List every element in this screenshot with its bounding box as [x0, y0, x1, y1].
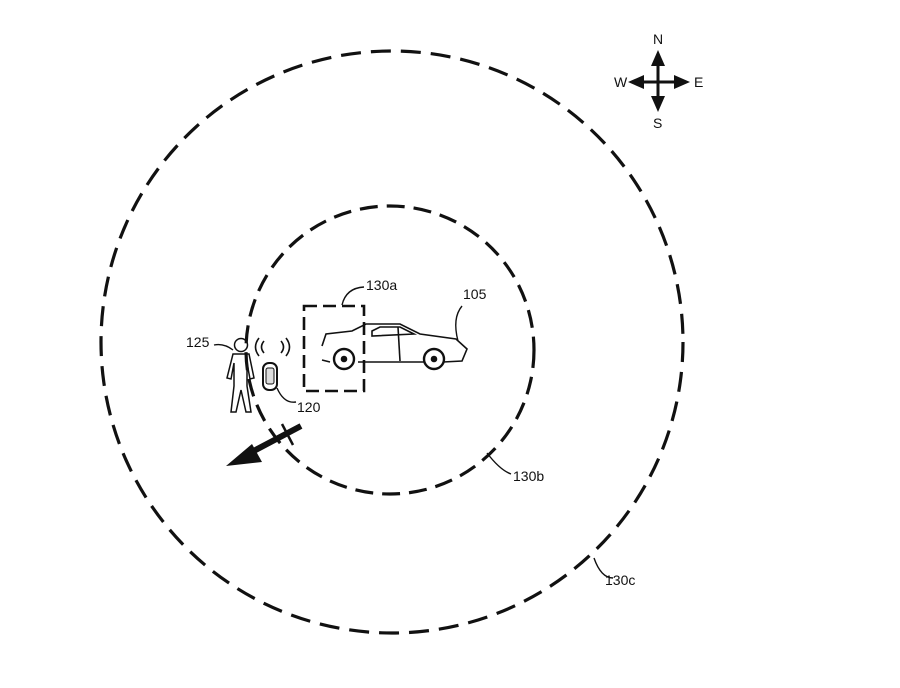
leader-130a [341, 286, 365, 306]
wireless-signal-icon [254, 337, 291, 357]
label-120: 120 [297, 399, 321, 415]
zone-130c-boundary [99, 49, 685, 635]
person-icon [226, 337, 255, 413]
leader-130c [593, 557, 614, 579]
zone-130b-boundary [244, 204, 536, 496]
leader-125 [213, 343, 234, 351]
label-105: 105 [463, 286, 487, 302]
leader-120 [276, 387, 297, 403]
label-130c: 130c [605, 572, 635, 588]
compass-south-label: S [653, 115, 662, 131]
compass-rose-icon: N S E W [614, 31, 703, 131]
phone-icon [262, 362, 278, 391]
leader-105 [455, 305, 463, 342]
label-130a: 130a [366, 277, 397, 293]
compass-east-label: E [694, 74, 703, 90]
direction-arrow-icon [226, 423, 303, 466]
zone-130a-boundary [302, 304, 366, 393]
car-icon [321, 323, 468, 371]
label-125: 125 [186, 334, 210, 350]
compass-north-label: N [653, 31, 663, 47]
label-130b: 130b [513, 468, 544, 484]
leader-130b [486, 452, 512, 475]
compass-west-label: W [614, 74, 628, 90]
